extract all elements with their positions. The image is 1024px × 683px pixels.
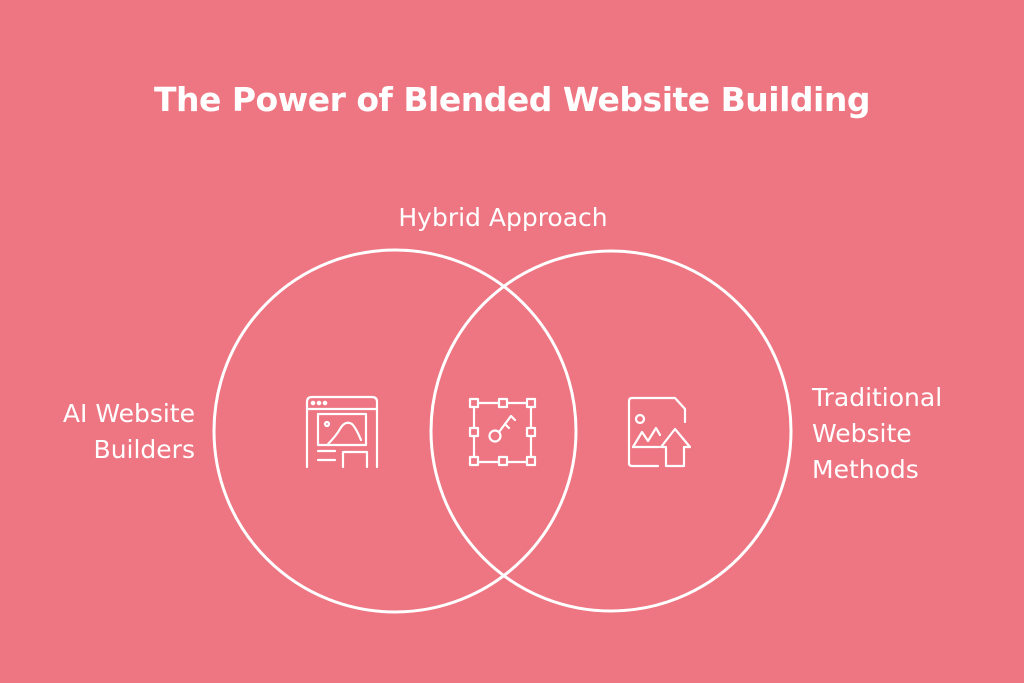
right-label-line: Website [812,419,912,448]
diagram-title: The Power of Blended Website Building [154,80,870,119]
left-label-line: AI Website [62,399,195,428]
left-label-line: Builders [93,435,195,464]
left-circle [212,248,578,614]
browser-layout-icon [305,395,379,469]
right-label-line: Traditional [812,383,943,412]
right-label-line: Methods [812,455,919,484]
right-circle [429,249,793,613]
key-selection-icon [468,397,537,467]
left-set-label: AI Website Builders [20,396,195,468]
right-set-label: Traditional Website Methods [812,380,1012,488]
intersection-label: Hybrid Approach [398,203,608,232]
image-upload-icon [627,396,692,468]
